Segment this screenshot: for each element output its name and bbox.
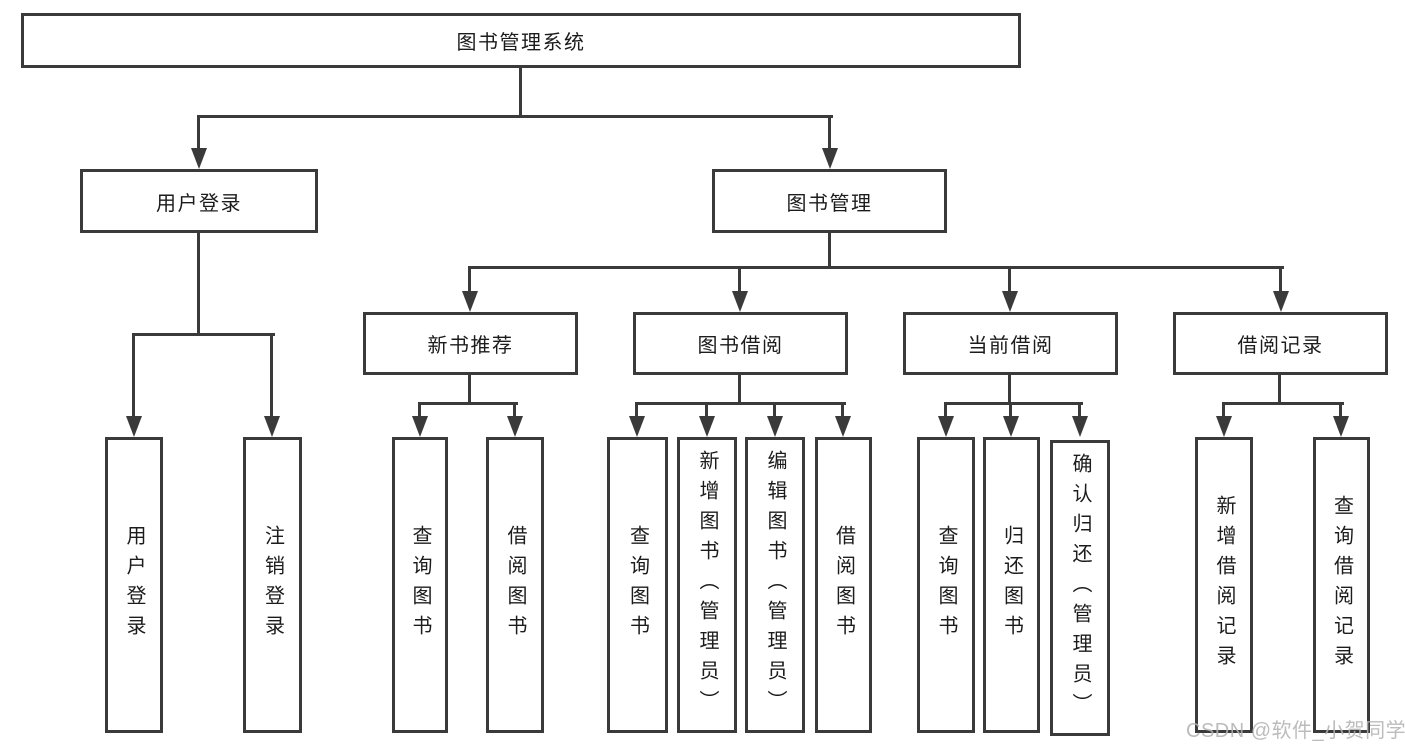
node-query-books-borrowing: 查询图书 bbox=[607, 437, 668, 733]
connector-book-mgmt-stem bbox=[828, 233, 831, 269]
arrowhead-down-icon bbox=[1072, 416, 1088, 437]
node-book-borrowing: 图书借阅 bbox=[633, 312, 848, 375]
connector-drop bbox=[773, 402, 776, 417]
node-user-login: 用户登录 bbox=[80, 169, 318, 233]
node-new-book-recommend-label: 新书推荐 bbox=[427, 335, 514, 357]
arrowhead-down-icon bbox=[1002, 291, 1018, 312]
arrowhead-down-icon bbox=[732, 291, 748, 312]
arrowhead-down-icon bbox=[1003, 416, 1019, 437]
connector-book-mgmt-hline bbox=[468, 266, 1284, 269]
node-confirm-return-admin-label: 确认归还（管理员） bbox=[1069, 453, 1091, 723]
connector-stem bbox=[1008, 375, 1011, 405]
watermark: CSDN @软件_小贺同学 bbox=[1186, 720, 1405, 742]
connector-drop bbox=[1008, 266, 1011, 292]
node-user-login-leaf-label: 用户登录 bbox=[123, 525, 145, 645]
node-user-login-label: 用户登录 bbox=[156, 192, 242, 215]
node-add-borrow-record-label: 新增借阅记录 bbox=[1213, 495, 1235, 675]
node-borrowing-records-label: 借阅记录 bbox=[1237, 335, 1324, 357]
node-book-management: 图书管理 bbox=[712, 169, 947, 233]
connector-stem bbox=[1278, 375, 1281, 405]
connector-drop bbox=[1339, 402, 1342, 417]
connector-drop bbox=[841, 402, 844, 417]
node-user-login-leaf: 用户登录 bbox=[105, 437, 163, 733]
connector-hline bbox=[944, 402, 1083, 405]
node-return-books: 归还图书 bbox=[983, 437, 1040, 733]
connector-drop bbox=[418, 402, 421, 417]
arrowhead-down-icon bbox=[822, 148, 838, 169]
arrowhead-down-icon bbox=[629, 416, 645, 437]
arrowhead-down-icon bbox=[699, 416, 715, 437]
node-query-books-recommend: 查询图书 bbox=[392, 437, 448, 733]
node-new-book-recommend: 新书推荐 bbox=[363, 312, 578, 375]
connector-stem bbox=[738, 375, 741, 405]
node-book-management-label: 图书管理 bbox=[786, 192, 873, 215]
arrowhead-down-icon bbox=[767, 416, 783, 437]
node-root: 图书管理系统 bbox=[21, 13, 1021, 68]
node-query-borrow-record-label: 查询借阅记录 bbox=[1330, 495, 1353, 675]
connector-hline bbox=[418, 402, 518, 405]
connector-stem bbox=[468, 375, 471, 405]
connector-drop bbox=[132, 333, 135, 417]
connector-hline bbox=[1222, 402, 1344, 405]
arrowhead-down-icon bbox=[1216, 416, 1232, 437]
node-query-books-current-label: 查询图书 bbox=[935, 525, 957, 645]
arrowhead-down-icon bbox=[462, 291, 478, 312]
connector-drop bbox=[1078, 402, 1081, 417]
node-add-borrow-record: 新增借阅记录 bbox=[1195, 437, 1253, 733]
connector-user-login-stem bbox=[197, 233, 200, 336]
arrowhead-down-icon bbox=[412, 416, 428, 437]
connector-drop bbox=[1279, 266, 1282, 292]
connector-user-login-drop bbox=[197, 115, 200, 149]
node-borrow-books-recommend-label: 借阅图书 bbox=[504, 525, 526, 645]
connector-drop bbox=[270, 333, 273, 417]
arrowhead-down-icon bbox=[126, 416, 142, 437]
node-current-borrowing: 当前借阅 bbox=[903, 312, 1118, 375]
node-edit-books-admin: 编辑图书（管理员） bbox=[745, 437, 805, 733]
node-logout: 注销登录 bbox=[243, 437, 302, 733]
node-add-books-admin-label: 新增图书（管理员） bbox=[696, 450, 718, 720]
connector-drop bbox=[635, 402, 638, 417]
connector-hline bbox=[635, 402, 846, 405]
node-query-books-recommend-label: 查询图书 bbox=[409, 525, 431, 645]
connector-user-login-hline bbox=[132, 333, 275, 336]
connector-drop bbox=[738, 266, 741, 292]
node-confirm-return-admin: 确认归还（管理员） bbox=[1050, 440, 1110, 736]
arrowhead-down-icon bbox=[1273, 291, 1289, 312]
connector-drop bbox=[1009, 402, 1012, 417]
connector-drop bbox=[705, 402, 708, 417]
node-edit-books-admin-label: 编辑图书（管理员） bbox=[764, 450, 786, 720]
node-borrowing-records: 借阅记录 bbox=[1173, 312, 1388, 375]
connector-drop bbox=[944, 402, 947, 417]
connector-root-hline bbox=[197, 115, 833, 118]
node-borrow-books-borrowing-label: 借阅图书 bbox=[832, 525, 855, 645]
node-query-borrow-record: 查询借阅记录 bbox=[1313, 437, 1370, 733]
node-add-books-admin: 新增图书（管理员） bbox=[677, 437, 737, 733]
node-logout-label: 注销登录 bbox=[261, 525, 284, 645]
arrowhead-down-icon bbox=[264, 416, 280, 437]
node-query-books-current: 查询图书 bbox=[917, 437, 975, 733]
node-current-borrowing-label: 当前借阅 bbox=[967, 335, 1054, 357]
arrowhead-down-icon bbox=[191, 148, 207, 169]
arrowhead-down-icon bbox=[938, 416, 954, 437]
connector-drop bbox=[468, 266, 471, 292]
connector-book-mgmt-drop bbox=[828, 115, 831, 149]
connector-drop bbox=[513, 402, 516, 417]
node-book-borrowing-label: 图书借阅 bbox=[697, 335, 784, 357]
node-return-books-label: 归还图书 bbox=[1000, 525, 1023, 645]
node-borrow-books-recommend: 借阅图书 bbox=[486, 437, 544, 733]
arrowhead-down-icon bbox=[1333, 416, 1349, 437]
node-borrow-books-borrowing: 借阅图书 bbox=[815, 437, 872, 733]
node-root-label: 图书管理系统 bbox=[456, 32, 586, 54]
arrowhead-down-icon bbox=[507, 416, 523, 437]
node-query-books-borrowing-label: 查询图书 bbox=[626, 525, 649, 645]
connector-root-stem bbox=[519, 68, 522, 118]
arrowhead-down-icon bbox=[835, 416, 851, 437]
connector-drop bbox=[1222, 402, 1225, 417]
